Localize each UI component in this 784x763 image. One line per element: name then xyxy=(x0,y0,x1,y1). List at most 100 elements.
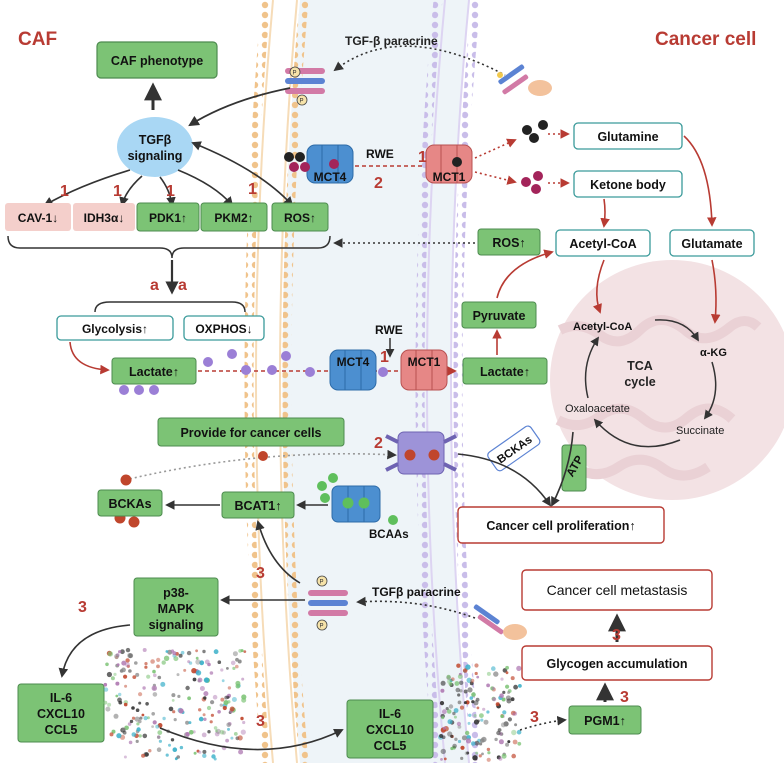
tgf-paracrine-top-label: TGF-β paracrine xyxy=(345,34,438,48)
cytokine-particle xyxy=(135,672,140,677)
cytokine-particle xyxy=(230,736,234,740)
proliferation-box: Cancer cell proliferation↑ xyxy=(457,506,665,544)
cytokine-particle xyxy=(235,664,239,669)
provide-box: Provide for cancer cells xyxy=(157,417,345,447)
cytokine-particle xyxy=(141,753,146,758)
cytokine-particle xyxy=(461,735,467,741)
acetylcoa-into-mito-arrow xyxy=(592,259,605,314)
cytokine-particle xyxy=(465,738,472,744)
step-number-1-mid: 1 xyxy=(380,349,389,366)
cytokine-particle xyxy=(103,700,108,705)
cytokine-particle xyxy=(465,664,471,670)
cytokine-particle xyxy=(121,660,127,666)
arrow-to-idh3a xyxy=(119,175,143,207)
tgf-receptor-cancer-bottom xyxy=(473,604,527,640)
acetyl-coa-label: Acetyl-CoA xyxy=(569,237,636,251)
cytokine-caf-il6: IL-6 xyxy=(50,691,72,705)
cytokine-particle xyxy=(220,697,225,702)
cytokine-particle xyxy=(440,748,446,755)
cytokine-particle xyxy=(179,745,184,750)
cytokine-particle xyxy=(124,684,128,688)
cytokine-particle xyxy=(215,729,218,733)
cytokine-particle xyxy=(460,745,465,750)
cytokine-particle xyxy=(138,701,142,705)
cytokine-particle xyxy=(499,693,504,698)
cytokine-particle xyxy=(212,694,218,700)
cytokine-particle xyxy=(144,662,148,666)
mct1-to-glutamine-molecules xyxy=(474,138,517,159)
cytokine-particle xyxy=(473,714,477,718)
arrow-ros-loop xyxy=(191,141,294,207)
cytokine-particle xyxy=(118,692,122,697)
cytokine-particle xyxy=(441,716,445,720)
cytokine-particle xyxy=(469,696,474,700)
bcat1-box: BCAT1↑ xyxy=(221,491,295,519)
cytokine-particle xyxy=(128,669,132,673)
acetyl-coa-mito-label: Acetyl-CoA xyxy=(573,321,632,333)
cytokine-particle xyxy=(446,709,452,714)
cytokine-particle xyxy=(168,706,174,712)
cytokine-particle xyxy=(156,747,162,752)
caf-title: CAF xyxy=(18,29,57,50)
ros-cancer-label: ROS↑ xyxy=(492,236,525,250)
cytokine-particle xyxy=(482,707,486,711)
cytokine-particle xyxy=(229,706,235,712)
cytokine-particle xyxy=(505,742,510,747)
cytokine-particle xyxy=(176,673,180,677)
cytokine-particle xyxy=(459,680,464,685)
lactate-cancer-label: Lactate↑ xyxy=(480,365,530,379)
cytokine-particle xyxy=(191,668,197,674)
cytokine-particle xyxy=(107,651,114,657)
cytokine-particle xyxy=(500,714,504,719)
tca-arrow-1 xyxy=(654,319,699,342)
cytokine-caf-ccl5: CCL5 xyxy=(45,723,78,737)
cytokine-particle xyxy=(501,753,507,759)
cytokine-particle xyxy=(210,700,215,705)
tca-arrow-2 xyxy=(703,361,717,420)
target-brace xyxy=(7,235,331,259)
cytokine-particle xyxy=(510,676,515,681)
cytokine-particle xyxy=(453,715,457,719)
mct4-mid-label: MCT4 xyxy=(337,355,370,369)
cytokine-particle xyxy=(492,697,497,702)
cytokine-particle xyxy=(479,713,484,718)
cytokine-particle xyxy=(156,664,160,669)
cytokine-particle xyxy=(138,734,142,738)
cytokine-particle xyxy=(241,694,247,700)
cytokine-particle xyxy=(235,683,241,689)
cytokine-particle xyxy=(198,708,202,712)
cytokine-particle xyxy=(223,700,229,706)
cytokine-particle xyxy=(103,687,109,692)
cytokine-particle xyxy=(189,730,194,735)
cytokine-particle xyxy=(238,749,244,755)
cytokine-particle xyxy=(151,712,155,716)
pkm2-label: PKM2↑ xyxy=(214,211,253,225)
cytokine-particle xyxy=(222,705,227,711)
tgf-signaling-line2: signaling xyxy=(128,149,183,163)
cytokine-particle xyxy=(486,671,491,676)
cytokine-particle xyxy=(202,713,206,717)
cytokine-particle xyxy=(209,720,213,724)
cytokine-particle xyxy=(118,650,122,654)
step-number-3b: 3 xyxy=(78,599,87,616)
cytokine-particle xyxy=(173,656,179,662)
cytokine-particle xyxy=(132,675,137,679)
rwe-mid-label: RWE xyxy=(375,323,403,337)
cytokine-particle xyxy=(442,726,447,730)
p38-to-cytokines-arrow xyxy=(58,624,131,678)
cytokine-particle xyxy=(227,727,230,731)
cytokine-particle xyxy=(150,659,155,664)
cytokine-particle xyxy=(240,729,246,735)
cytokine-particle xyxy=(463,701,467,705)
step-number-2-mid: 2 xyxy=(374,435,383,452)
pdk1-box: PDK1↑ xyxy=(136,202,200,232)
pyruvate-to-acetylcoa-arrow xyxy=(496,249,554,299)
cytokine-particle xyxy=(243,650,247,653)
lactate-cancer-box: Lactate↑ xyxy=(462,357,548,385)
cytokine-particle xyxy=(512,739,518,745)
cytokine-particle xyxy=(470,741,476,746)
glutamate-label: Glutamate xyxy=(681,237,742,251)
cytokine-particle xyxy=(115,681,120,686)
cytokine-particle xyxy=(233,732,238,736)
mct1-top-label: MCT1 xyxy=(433,170,466,184)
